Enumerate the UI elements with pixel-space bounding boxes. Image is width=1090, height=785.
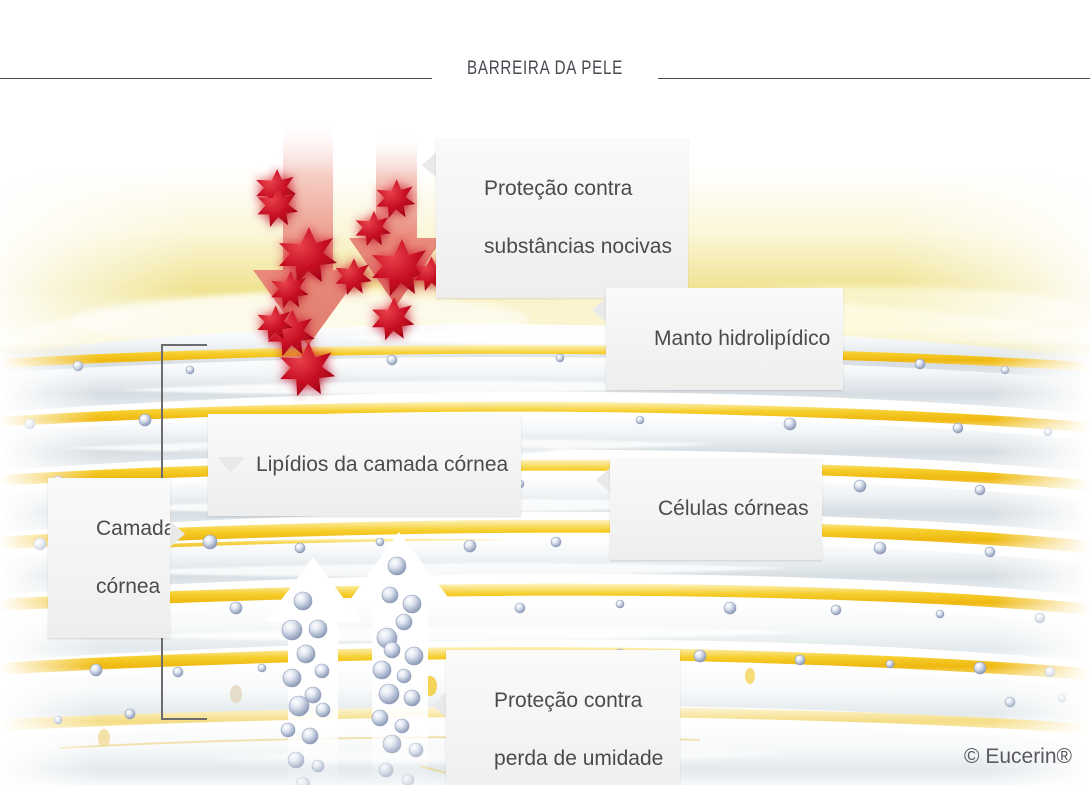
- callout-moisture-loss-arrow: [432, 692, 447, 718]
- callout-lipids-arrow: [217, 457, 245, 473]
- callout-harmful-substances-line1: Proteção contra: [484, 177, 633, 200]
- moisture-arrows: [265, 532, 453, 785]
- bracket-tick-bottom: [161, 718, 207, 720]
- callout-harmful-substances-line2: substâncias nocivas: [484, 235, 672, 258]
- harmful-substance-arrows: [253, 118, 448, 397]
- callout-moisture-loss-box: Proteção contra perda de umidade: [446, 650, 680, 785]
- copyright-notice: © Eucerin®: [964, 745, 1072, 768]
- header-rule-left: [0, 78, 432, 79]
- callout-hydrolipid-film-box: Manto hidrolipídico: [606, 288, 844, 390]
- page-header: BARREIRA DA PELE: [0, 58, 1090, 100]
- moisture-droplets-1: [280, 591, 331, 785]
- callout-lipids-box: Lipídios da camada córnea: [208, 414, 522, 516]
- callout-harmful-substances-arrow: [422, 152, 437, 178]
- callout-stratum-corneum-arrow: [170, 521, 185, 547]
- callout-harmful-substances-box: Proteção contra substâncias nocivas: [436, 138, 688, 298]
- callout-hydrolipid-film-text: Manto hidrolipídico: [654, 327, 831, 350]
- callout-stratum-corneum: Camada córnea: [48, 478, 185, 638]
- callout-stratum-corneum-box: Camada córnea: [48, 478, 175, 638]
- up-arrow-2: [347, 532, 453, 785]
- bracket-tick-top: [161, 344, 207, 346]
- callout-lipids: Lipídios da camada córnea: [208, 414, 522, 516]
- moisture-droplets-2: [371, 556, 424, 785]
- page-title: BARREIRA DA PELE: [467, 58, 623, 79]
- callout-moisture-loss-line2: perda de umidade: [494, 747, 664, 770]
- callout-corneocytes-arrow: [596, 467, 611, 493]
- callout-corneocytes-box: Células córneas: [610, 458, 822, 560]
- callout-stratum-corneum-line1: Camada: [96, 517, 176, 540]
- down-arrow-1: [253, 118, 363, 397]
- header-rule-right: [658, 78, 1090, 79]
- callout-stratum-corneum-line2: córnea: [96, 575, 161, 598]
- harmful-particles-1: [256, 168, 337, 397]
- callout-corneocytes-text: Células córneas: [658, 497, 809, 520]
- callout-hydrolipid-film-arrow: [592, 297, 607, 323]
- callout-moisture-loss-line1: Proteção contra: [494, 689, 643, 712]
- up-arrow-1: [265, 557, 361, 785]
- callout-lipids-text: Lipídios da camada córnea: [256, 453, 509, 476]
